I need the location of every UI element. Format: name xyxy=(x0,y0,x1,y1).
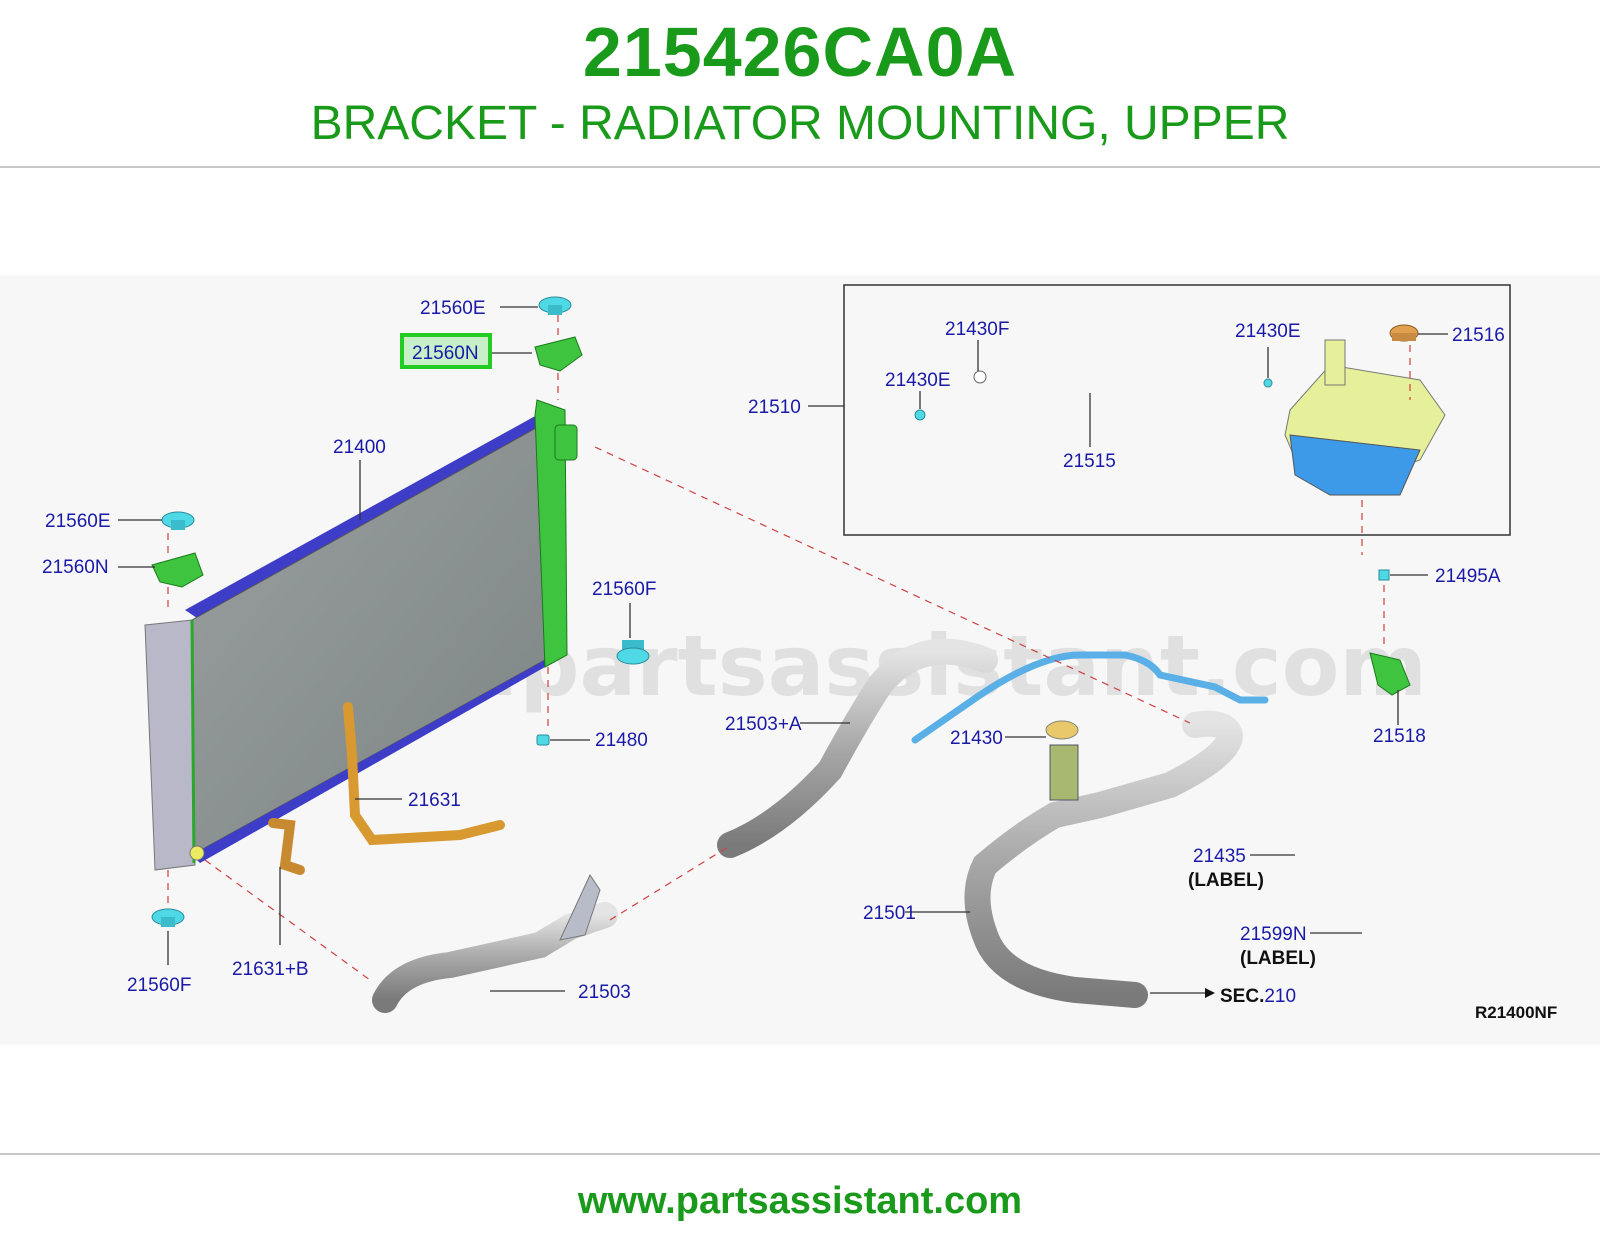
bolt-21495A xyxy=(1378,569,1390,581)
dash-line xyxy=(609,846,729,921)
connection-lines xyxy=(167,315,1411,981)
hose-21515 xyxy=(911,651,1269,744)
hose-21503A xyxy=(717,638,998,858)
clamp-21430E-left xyxy=(914,409,926,421)
radiator-right-tank xyxy=(534,399,568,668)
label-21560F-bottom[interactable]: 21560F xyxy=(127,975,191,996)
label-21599N[interactable]: 21599N xyxy=(1240,924,1307,945)
radiator-inlet-neck xyxy=(554,424,578,461)
hose-21503 xyxy=(372,902,618,1013)
mount-21560E-top xyxy=(538,296,572,315)
hose-21501 xyxy=(964,710,1244,1008)
label-21480[interactable]: 21480 xyxy=(595,730,648,751)
hose-21631B xyxy=(268,818,305,875)
section-number: 210 xyxy=(1264,986,1296,1007)
section-prefix: SEC. xyxy=(1220,986,1264,1007)
cap-21516 xyxy=(1389,324,1419,342)
reservoir-group-box xyxy=(843,284,1511,536)
label-21495A[interactable]: 21495A xyxy=(1435,566,1501,587)
thermostat-housing-21430 xyxy=(1045,720,1079,801)
label-21430F[interactable]: 21430F xyxy=(945,319,1009,340)
footer-divider xyxy=(0,1153,1600,1155)
plug-21480 xyxy=(536,734,550,746)
part-title: BRACKET - RADIATOR MOUNTING, UPPER xyxy=(310,97,1290,150)
label-21560F-mid[interactable]: 21560F xyxy=(592,579,656,600)
label-21515[interactable]: 21515 xyxy=(1063,451,1116,472)
label-note-21435: (LABEL) xyxy=(1188,870,1264,891)
page-header: 215426CA0A BRACKET - RADIATOR MOUNTING, … xyxy=(0,0,1600,168)
mount-21560F-mid xyxy=(616,640,650,665)
hose-21631 xyxy=(343,702,505,846)
radiator-left-seal xyxy=(190,619,196,864)
label-21631[interactable]: 21631 xyxy=(408,790,461,811)
hose-21503-fitting xyxy=(559,873,601,941)
section-reference[interactable]: SEC.210 xyxy=(1220,986,1296,1007)
dash-line xyxy=(204,859,371,981)
label-21560N-left[interactable]: 21560N xyxy=(42,557,109,578)
bracket-21518 xyxy=(1369,652,1411,696)
diagram-reference-code: R21400NF xyxy=(1475,1003,1557,1022)
label-21400[interactable]: 21400 xyxy=(333,437,386,458)
clamp-21430E-right xyxy=(1263,378,1273,388)
label-note-21599N: (LABEL) xyxy=(1240,948,1316,969)
leader-lines xyxy=(118,306,1448,998)
highlight-box xyxy=(400,333,492,369)
label-21435[interactable]: 21435 xyxy=(1193,846,1246,867)
callout-labels: 21560E 21560N 21400 21560E 21560N 21560F… xyxy=(42,298,1557,1022)
bracket-21560N-top xyxy=(534,336,583,372)
radiator-outlet xyxy=(189,845,205,861)
label-21560E-top[interactable]: 21560E xyxy=(420,298,486,319)
radiator-left-tank xyxy=(144,619,196,871)
bracket-21560N-left xyxy=(151,552,204,588)
part-number: 215426CA0A xyxy=(582,13,1018,91)
label-21430E-left[interactable]: 21430E xyxy=(885,370,951,391)
clamp-21430F xyxy=(973,370,987,384)
label-21560N-top[interactable]: 21560N xyxy=(412,343,479,364)
label-21503[interactable]: 21503 xyxy=(578,982,631,1003)
label-21560E-left[interactable]: 21560E xyxy=(45,511,111,532)
label-21430[interactable]: 21430 xyxy=(950,728,1003,749)
radiator-top-tank xyxy=(185,415,557,620)
mount-21560F-bottom xyxy=(151,908,185,927)
label-21510[interactable]: 21510 xyxy=(748,397,801,418)
label-21631B[interactable]: 21631+B xyxy=(232,959,309,980)
label-21501[interactable]: 21501 xyxy=(863,903,916,924)
radiator-bottom-tank xyxy=(192,660,545,863)
sec-arrow xyxy=(1205,988,1215,998)
reservoir-tank-21510 xyxy=(1284,339,1446,496)
label-21503A[interactable]: 21503+A xyxy=(725,714,802,735)
parts-diagram: www.partsassistant.com xyxy=(0,275,1600,1045)
footer-url[interactable]: www.partsassistant.com xyxy=(577,1180,1023,1222)
dash-line xyxy=(594,446,1191,724)
header-divider xyxy=(0,166,1600,168)
radiator-21400 xyxy=(144,399,578,871)
label-21516[interactable]: 21516 xyxy=(1452,325,1505,346)
label-21518[interactable]: 21518 xyxy=(1373,726,1426,747)
label-21430E-right[interactable]: 21430E xyxy=(1235,321,1301,342)
